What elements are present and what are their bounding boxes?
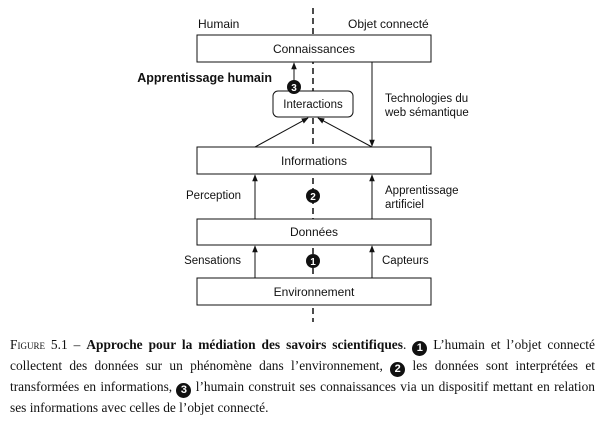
- side-label-humain: Humain: [198, 17, 239, 31]
- box-connaissances: Connaissances: [196, 34, 432, 63]
- label-apprentissage-humain: Apprentissage humain: [137, 71, 272, 85]
- label-sensations: Sensations: [184, 255, 241, 267]
- box-informations: Informations: [196, 146, 432, 175]
- marker-1: 1: [306, 254, 320, 268]
- caption-title-end: .: [402, 337, 407, 352]
- box-informations-label: Informations: [281, 154, 347, 168]
- arrow-info-to-interactions-right: [317, 117, 373, 148]
- caption-marker-2: 2: [390, 362, 406, 377]
- caption-marker-3: 3: [176, 383, 192, 398]
- box-environnement-label: Environnement: [274, 285, 355, 299]
- figure-label: Figure 5.1 –: [10, 337, 81, 352]
- side-label-objet-connecte: Objet connecté: [348, 17, 429, 31]
- marker-2-label: 2: [310, 192, 316, 203]
- caption-part-3: l’humain construit ses connaissances via…: [10, 379, 595, 415]
- label-apprentissage-artificiel-line2: artificiel: [385, 199, 424, 211]
- box-donnees-label: Données: [290, 225, 338, 239]
- caption-part-1: L’humain et l’objet connecté collectent …: [10, 337, 595, 373]
- caption-marker-1: 1: [412, 341, 428, 356]
- box-environnement: Environnement: [196, 277, 432, 306]
- label-technologies-line1: Technologies du: [385, 93, 468, 105]
- box-interactions-label: Interactions: [283, 99, 343, 111]
- caption-part-2: les données sont interprétées et transfo…: [10, 358, 595, 394]
- label-technologies-line2: web sémantique: [384, 107, 469, 119]
- label-perception: Perception: [186, 190, 241, 202]
- arrow-info-to-interactions-left: [254, 117, 309, 148]
- mediation-diagram: Humain Objet connecté Connaissances Inte…: [137, 8, 469, 322]
- marker-2: 2: [306, 189, 320, 203]
- box-interactions: Interactions: [272, 90, 354, 118]
- box-connaissances-label: Connaissances: [273, 42, 355, 56]
- marker-1-label: 1: [310, 257, 316, 268]
- figure-title: Approche pour la médiation des savoirs s…: [86, 337, 403, 352]
- label-capteurs: Capteurs: [382, 255, 429, 267]
- marker-3-label: 3: [291, 83, 297, 94]
- label-apprentissage-artificiel-line1: Apprentissage: [385, 185, 459, 197]
- figure-caption: Figure 5.1 – Approche pour la médiation …: [10, 335, 595, 418]
- box-donnees: Données: [196, 218, 432, 246]
- marker-3: 3: [287, 80, 301, 94]
